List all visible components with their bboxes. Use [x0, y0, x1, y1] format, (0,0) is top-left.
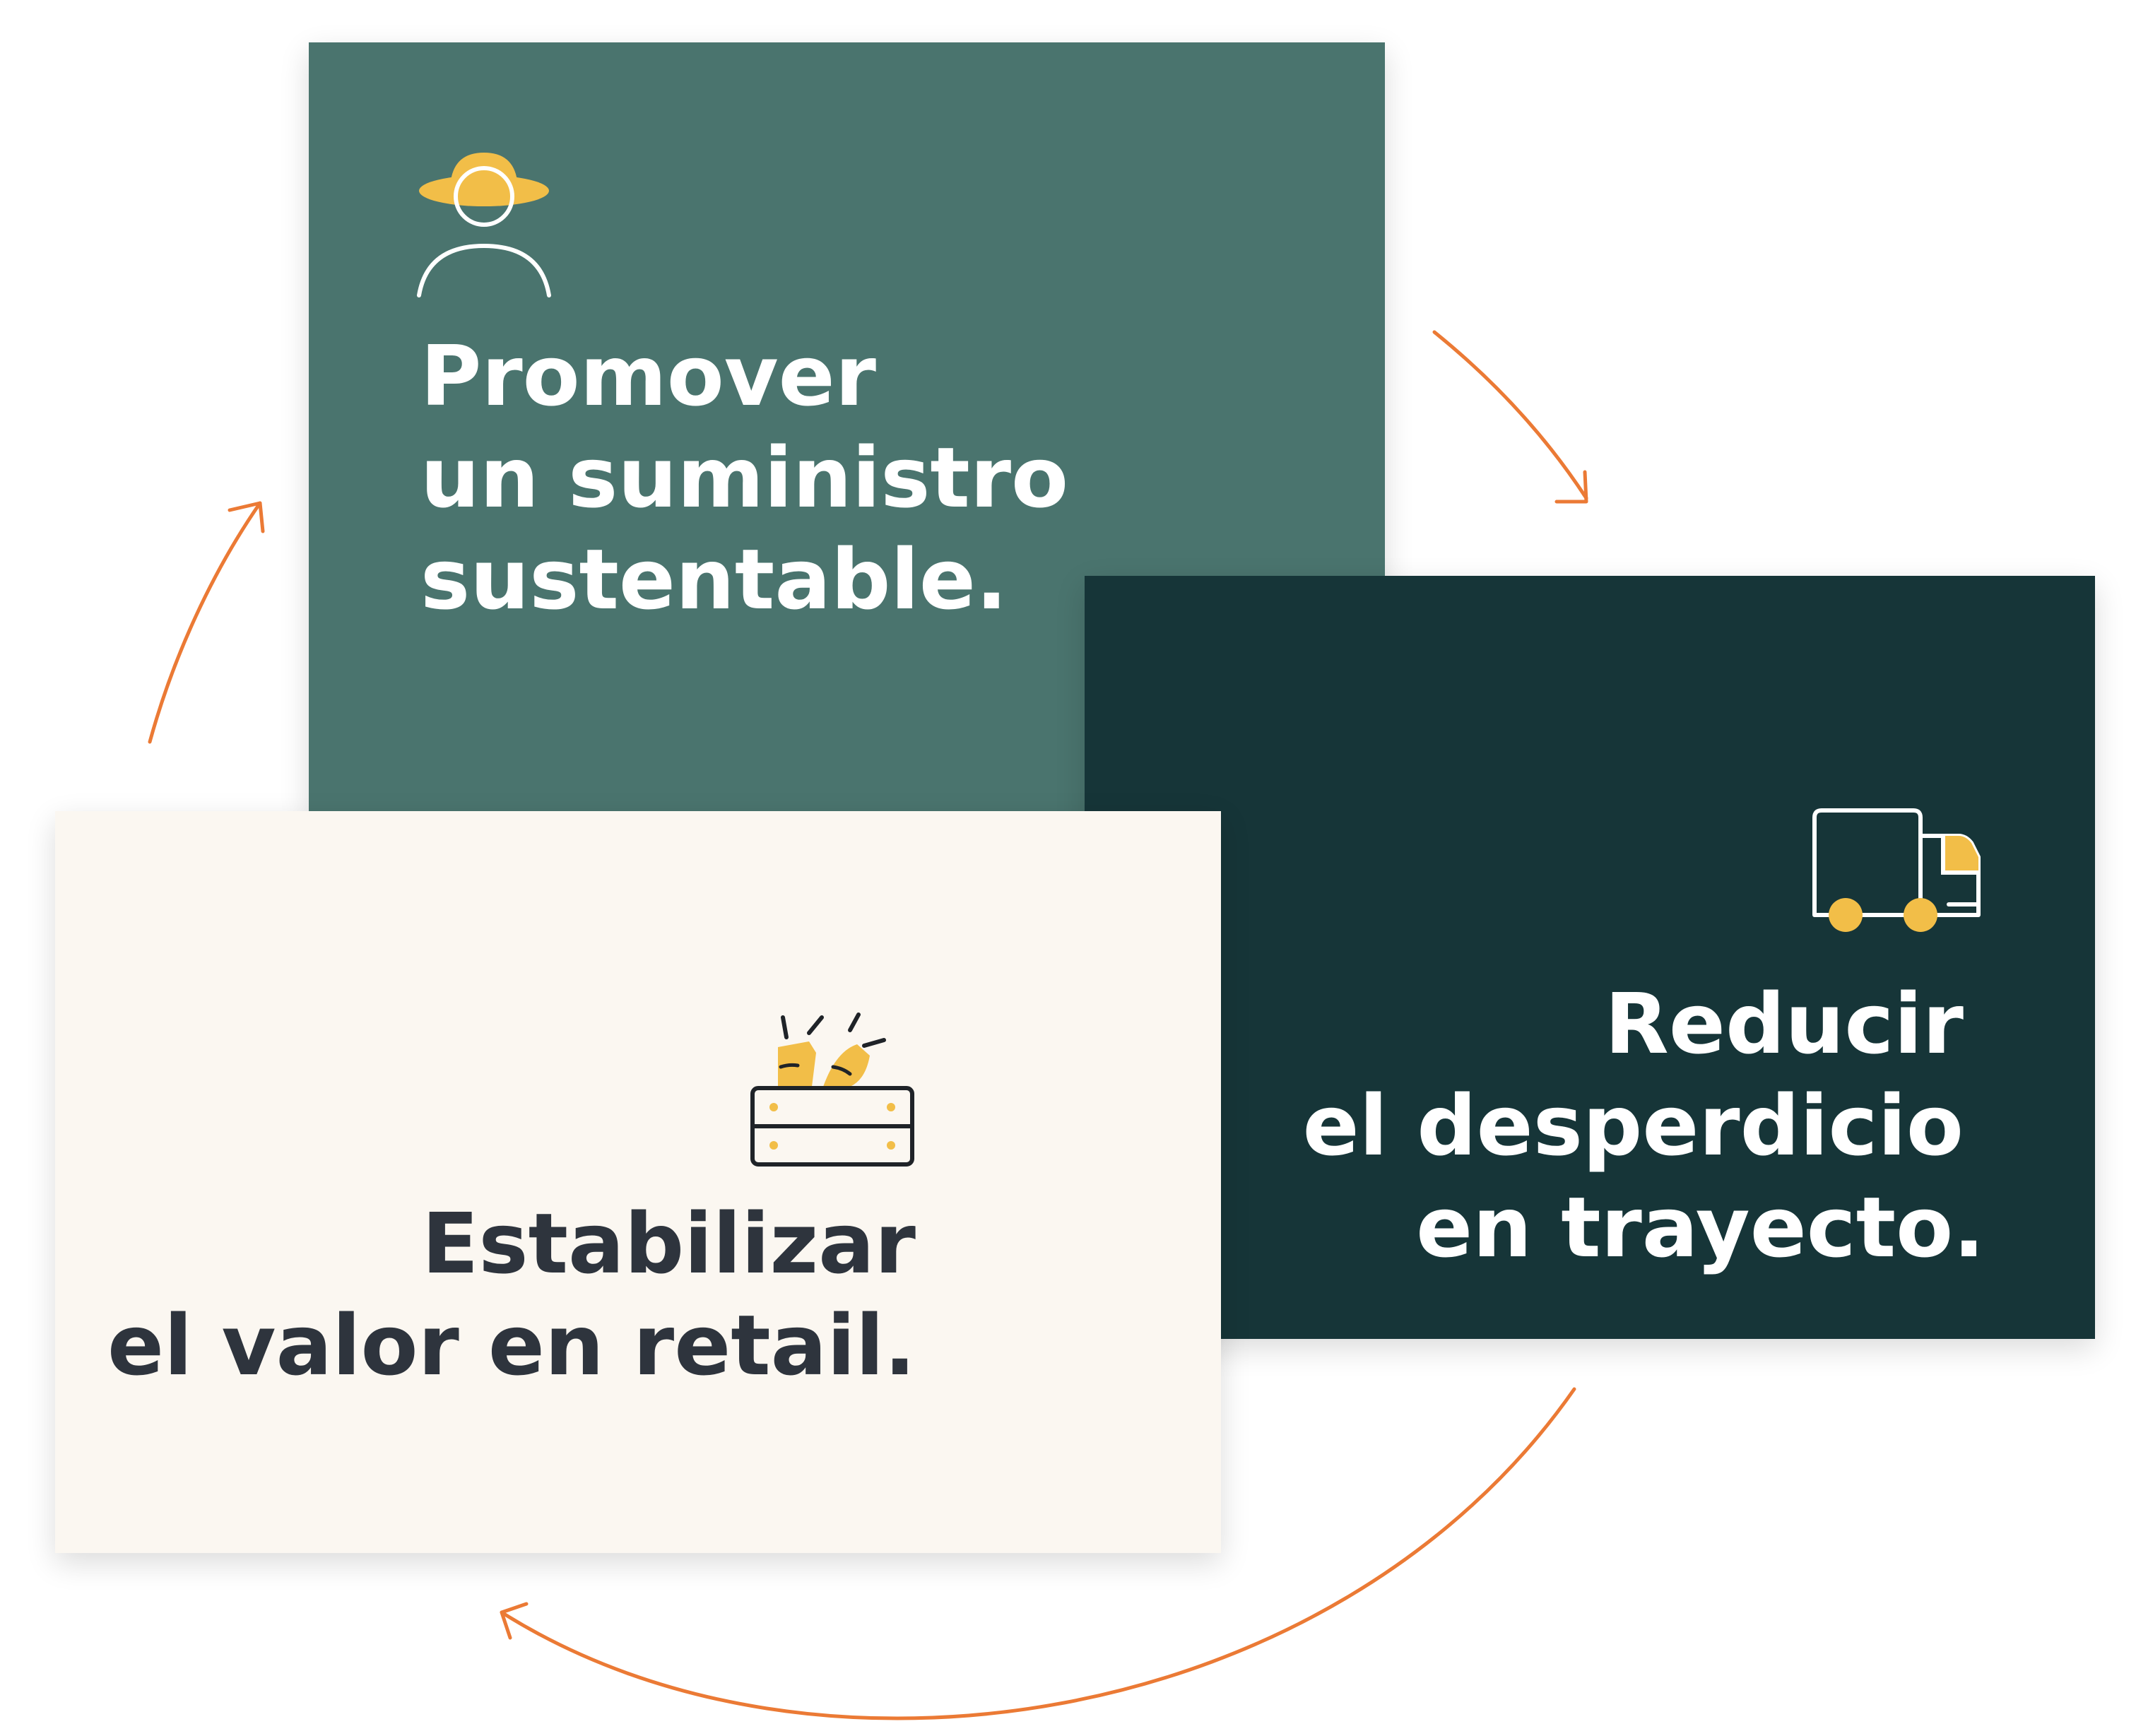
waste-title-line: el desperdicio — [1302, 1077, 1964, 1174]
arrow-supply-to-waste — [1432, 330, 1588, 500]
card-reduce-waste: Reducir el desperdicio en trayecto. — [1085, 576, 2095, 1339]
farmer-hat-icon — [417, 153, 551, 297]
vegetable-crate-icon — [750, 1012, 914, 1167]
arrow-waste-to-retail — [500, 1387, 1576, 1720]
supply-title: Promover un suministro sustentable. — [420, 325, 1068, 630]
arrowhead-supply-to-waste — [1554, 470, 1588, 504]
delivery-truck-icon — [1812, 808, 1981, 932]
arrowhead-waste-to-retail — [500, 1602, 529, 1640]
retail-title-line: Estabilizar — [421, 1195, 916, 1292]
arrow-retail-to-supply — [148, 501, 262, 744]
retail-title-line: el valor en retail. — [107, 1297, 916, 1394]
retail-title: Estabilizar el valor en retail. — [107, 1193, 916, 1396]
waste-title-line: Reducir — [1605, 975, 1964, 1073]
waste-title: Reducir el desperdicio en trayecto. — [1303, 973, 1985, 1278]
supply-title-line: Promover — [420, 327, 876, 425]
supply-title-line: un suministro — [420, 429, 1069, 526]
arrowhead-retail-to-supply — [228, 501, 265, 533]
card-stabilize-retail: Estabilizar el valor en retail. — [55, 811, 1221, 1553]
waste-title-line: en trayecto. — [1416, 1179, 1985, 1276]
supply-title-line: sustentable. — [420, 531, 1008, 628]
